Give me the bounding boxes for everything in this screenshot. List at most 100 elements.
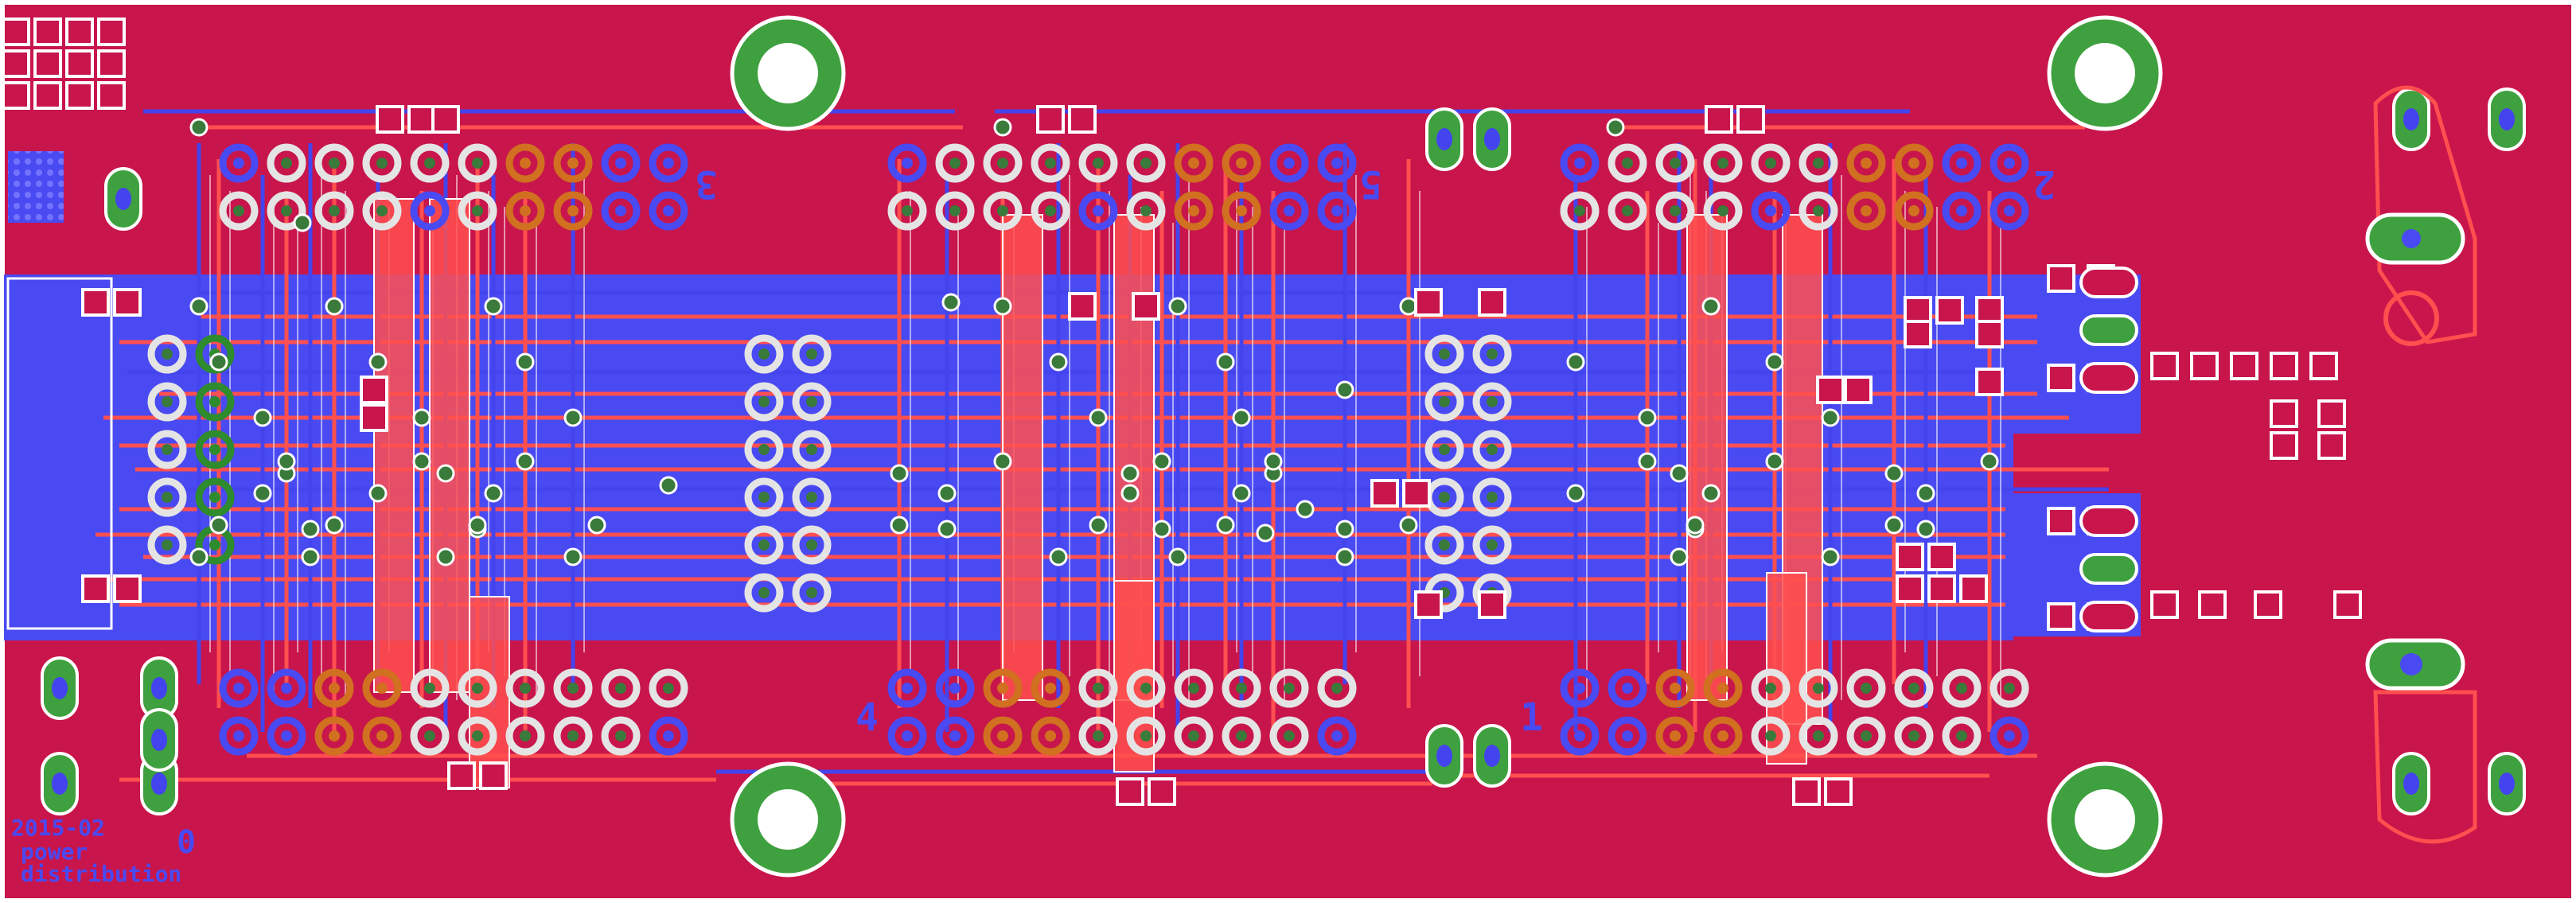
header-pin-drill [1670, 730, 1681, 741]
header-pin [1472, 382, 1512, 422]
via [1638, 452, 1657, 471]
via [436, 464, 455, 483]
smd-pad [1927, 574, 1956, 603]
header-pin-drill [233, 158, 244, 169]
header-pin-drill [1908, 730, 1919, 741]
smd-pad [1414, 590, 1443, 619]
header-pin [1894, 191, 1934, 231]
header-pin-drill [758, 444, 770, 455]
header-pin-drill [615, 158, 626, 169]
header-pin-drill [424, 205, 435, 216]
header-pin [1608, 191, 1647, 231]
header-pin-drill [997, 158, 1008, 169]
header-pin [553, 143, 593, 183]
smd-pad [2198, 590, 2227, 619]
smd-pad [97, 81, 126, 110]
header-pin-drill [1813, 683, 1824, 694]
header-pin [553, 191, 593, 231]
via [1232, 408, 1251, 427]
via [189, 297, 208, 316]
smd-pad [1148, 777, 1176, 806]
header-pin [267, 668, 306, 708]
header-pin [935, 716, 975, 756]
header-pin [1894, 668, 1934, 708]
header-pin-drill [1956, 205, 1967, 216]
via [563, 408, 583, 427]
smd-pad [1792, 777, 1821, 806]
smd-pad [2317, 399, 2346, 428]
header-pin [887, 143, 927, 183]
header-pin-drill [472, 158, 483, 169]
header-pin [362, 668, 402, 708]
header-pin [1751, 143, 1791, 183]
via [1566, 352, 1585, 372]
header-pin-drill [1956, 683, 1967, 694]
via [1821, 547, 1840, 566]
header-pin-drill [1670, 683, 1681, 694]
header-pin [410, 191, 450, 231]
header-pin [601, 668, 641, 708]
header-pin-drill [520, 158, 531, 169]
via [1089, 408, 1108, 427]
header-pin [505, 191, 545, 231]
smd-pad [1370, 479, 1399, 508]
header-pin-drill [233, 683, 244, 694]
header-pin-drill [1861, 205, 1872, 216]
header-pin-drill [1622, 205, 1633, 216]
smd-pad [1896, 574, 1924, 603]
via [1296, 500, 1315, 519]
via [1216, 352, 1235, 372]
header-pin [505, 716, 545, 756]
terminal-pad [2079, 601, 2138, 632]
smd-pad [1904, 296, 1932, 325]
header-pin [1174, 191, 1214, 231]
header-pin [744, 334, 784, 374]
header-pin [887, 191, 927, 231]
header-pin-drill [902, 158, 913, 169]
header-pin-drill [949, 158, 961, 169]
smd-pad [2047, 602, 2075, 631]
smd-pad [1036, 105, 1065, 134]
smd-pad [1736, 105, 1765, 134]
header-pin [935, 191, 975, 231]
header-pin [983, 143, 1023, 183]
header-pin-drill [1093, 683, 1104, 694]
header-pin-drill [281, 683, 292, 694]
via [277, 452, 296, 471]
oval-pad-drill [1436, 745, 1452, 767]
header-pin [1703, 716, 1743, 756]
header-pin [458, 143, 497, 183]
header-pin-drill [997, 683, 1008, 694]
via [1821, 408, 1840, 427]
mounting-hole-drill [758, 43, 818, 103]
header-pin [1472, 477, 1512, 517]
header-pin-drill [1284, 683, 1295, 694]
header-pin-drill [1045, 205, 1056, 216]
smd-pad [1478, 590, 1506, 619]
header-pin-drill [329, 730, 340, 741]
header-pin-drill [1331, 158, 1343, 169]
header-pin [601, 716, 641, 756]
header-pin [983, 668, 1023, 708]
header-pin-drill [520, 730, 531, 741]
header-pin-drill [1908, 205, 1919, 216]
header-pin [1031, 716, 1070, 756]
header-pin-drill [1956, 158, 1967, 169]
header-pin [792, 477, 832, 517]
header-pin [147, 430, 187, 469]
oval-pad-drill [52, 773, 68, 795]
smd-pad [113, 288, 142, 317]
header-pin [362, 716, 402, 756]
via [189, 547, 208, 566]
header-pin [553, 668, 593, 708]
oval-pad-drill [2403, 108, 2419, 130]
header-pin [1269, 668, 1309, 708]
bus-edge [429, 198, 470, 693]
via [1566, 484, 1585, 503]
connector-label-6: 6 [170, 96, 171, 98]
header-pin [1031, 668, 1070, 708]
header-pin-drill [1908, 683, 1919, 694]
header-pin [1174, 668, 1214, 708]
header-pin [362, 143, 402, 183]
header-pin [1560, 143, 1600, 183]
